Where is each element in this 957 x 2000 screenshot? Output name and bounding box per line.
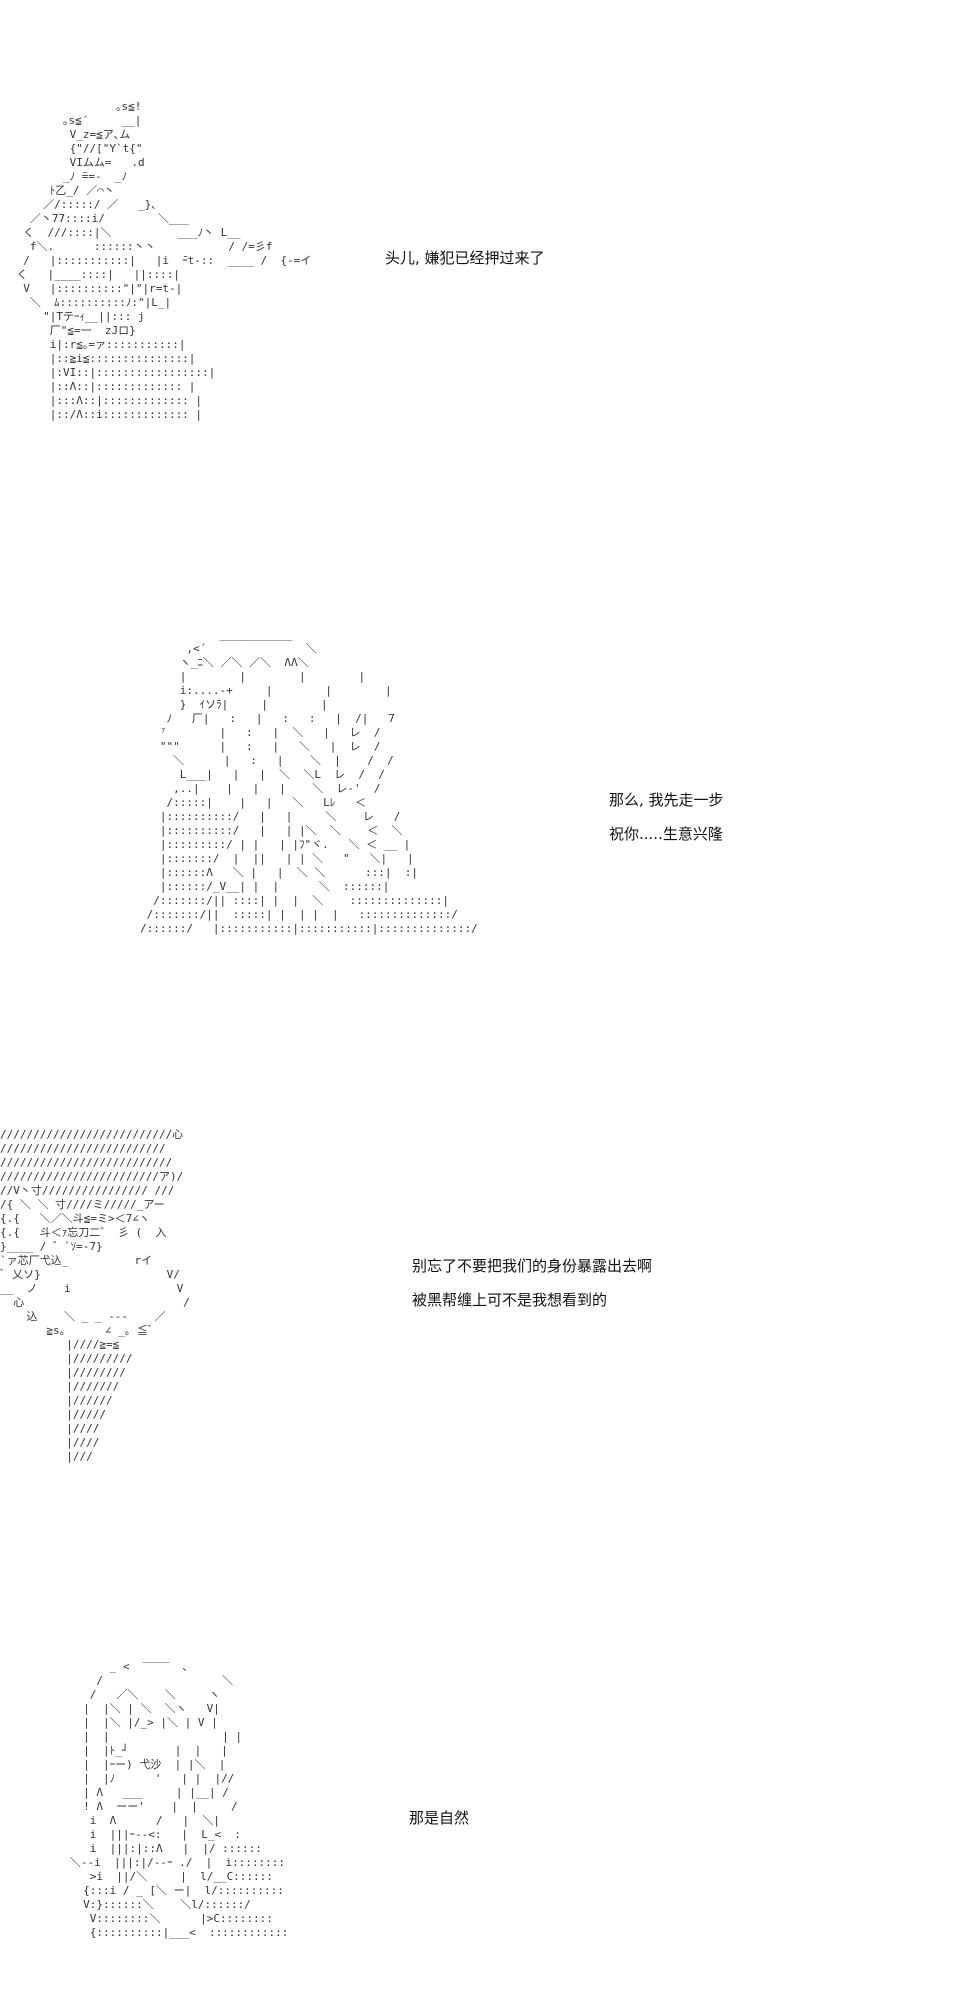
dialogue-box-1: 头儿, 嫌犯已经押过来了 — [385, 248, 545, 282]
dialogue-line: 那么, 我先走一步 — [609, 791, 724, 809]
dialogue-line: 祝你.....生意兴隆 — [609, 825, 723, 843]
dialogue-line: 那是自然 — [409, 1809, 470, 1827]
ascii-art-scarred-figure: //////////////////////////心 ////////////… — [0, 1128, 190, 1463]
dialogue-line: 头儿, 嫌犯已经押过来了 — [385, 249, 545, 267]
dialogue-box-2: 那么, 我先走一步 祝你.....生意兴隆 — [609, 790, 724, 858]
ascii-art-guard-figure: ｡s≦! ｡s≦´ __| V_z=≦ア､ム {"//["Y`t{" VΙムム=… — [16, 100, 312, 421]
ascii-art-hooded-figure: _ < ‾‾‾‾ ､ / ＼ / ／＼ ＼ ヽ | |＼ | ＼ ＼ヽ V| |… — [69, 1660, 289, 1939]
dialogue-box-4: 那是自然 — [409, 1808, 469, 1842]
dialogue-line: 别忘了不要把我们的身份暴露出去啊 — [412, 1257, 653, 1275]
dialogue-line: 被黑帮缠上可不是我想看到的 — [412, 1291, 608, 1309]
dialogue-box-3: 别忘了不要把我们的身份暴露出去啊 被黑帮缠上可不是我想看到的 — [412, 1256, 652, 1324]
panel-3: //////////////////////////心 ////////////… — [0, 1128, 957, 1568]
panel-4: _ < ‾‾‾‾ ､ / ＼ / ／＼ ＼ ヽ | |＼ | ＼ ＼ヽ V| |… — [0, 1660, 957, 2000]
panel-2: ___________ ,<´ ＼ ヽ_ﾆ＼ ／＼ ／＼ ΛΛ＼ | | | |… — [0, 628, 957, 1028]
ascii-art-long-hair-figure: ___________ ,<´ ＼ ヽ_ﾆ＼ ／＼ ／＼ ΛΛ＼ | | | |… — [140, 628, 478, 935]
panel-1: ｡s≦! ｡s≦´ __| V_z=≦ア､ム {"//["Y`t{" VΙムム=… — [0, 100, 957, 540]
